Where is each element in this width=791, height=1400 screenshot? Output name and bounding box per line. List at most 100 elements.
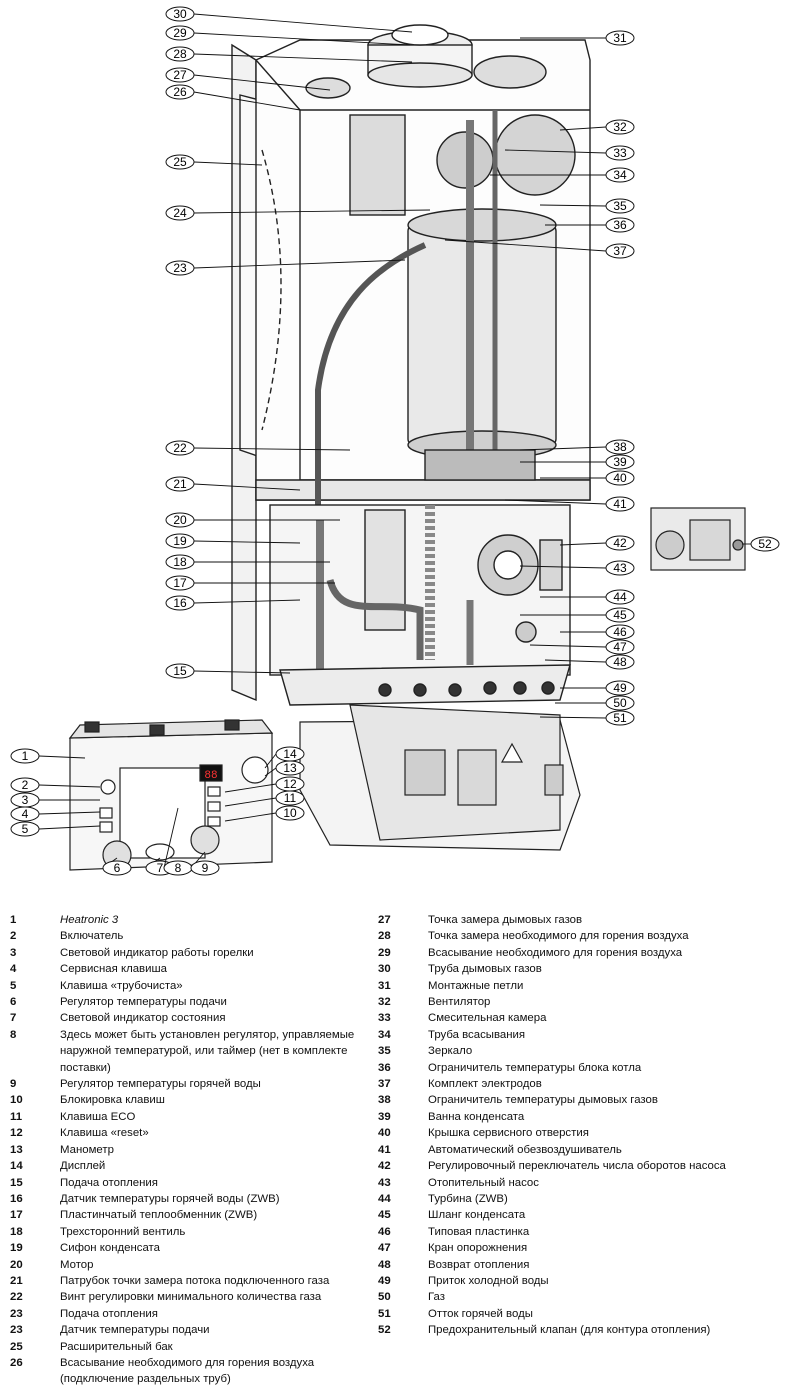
callout-14: 14	[264, 746, 305, 769]
callout-bubble	[10, 821, 40, 837]
callout-bubble	[165, 25, 195, 41]
callout-48: 48	[544, 654, 635, 670]
callout-label: 8	[175, 861, 182, 875]
callout-label: 20	[173, 513, 187, 527]
legend-number: 28	[378, 930, 391, 943]
callout-bubble	[605, 639, 635, 655]
callout-label: 19	[173, 534, 187, 548]
callout-1: 1	[10, 748, 86, 764]
callout-label: 49	[613, 681, 627, 695]
callout-leader-line	[529, 644, 607, 648]
callout-label: 25	[173, 155, 187, 169]
callout-label: 17	[173, 576, 187, 590]
callout-bubble	[605, 710, 635, 726]
callout-bubble	[165, 6, 195, 22]
callout-33: 33	[504, 145, 635, 161]
callout-label: 42	[613, 536, 627, 550]
callout-40: 40	[540, 470, 635, 486]
legend-number: 52	[378, 1324, 391, 1337]
callout-label: 10	[283, 806, 297, 820]
callout-38: 38	[519, 439, 635, 455]
callout-label: 24	[173, 206, 187, 220]
legend-number: 1	[10, 914, 17, 926]
callout-49: 49	[560, 680, 635, 696]
legend-number: 3	[10, 946, 17, 959]
legend-text: Вентилятор	[428, 996, 491, 1009]
legend-number: 48	[378, 1258, 391, 1271]
legend-text: Газ	[428, 1291, 445, 1304]
callout-label: 5	[22, 822, 29, 836]
callout-bubble	[605, 535, 635, 551]
callout-leader-line	[504, 499, 607, 505]
callout-label: 14	[283, 747, 297, 761]
callout-5: 5	[10, 821, 101, 837]
callout-bubble	[275, 790, 305, 806]
callout-bubble	[275, 805, 305, 821]
legend-text: Типовая пластинка	[428, 1225, 530, 1238]
legend-text: Смесительная камера	[428, 1012, 547, 1025]
callout-17: 17	[165, 575, 335, 591]
callout-bubble	[605, 217, 635, 233]
callout-36: 36	[545, 217, 635, 233]
legend-number: 36	[378, 1061, 391, 1074]
callout-13: 13	[264, 760, 305, 777]
callout-label: 3	[22, 793, 29, 807]
legend-number: 45	[378, 1209, 391, 1222]
legend-number: 38	[378, 1094, 391, 1107]
legend-number: 32	[378, 996, 391, 1009]
callout-bubble	[165, 512, 195, 528]
legend-number: 23	[10, 1307, 23, 1320]
legend-number: 9	[10, 1078, 17, 1091]
callout-bubble	[190, 860, 220, 876]
legend-number: 26	[10, 1356, 23, 1369]
legend-number: 2	[10, 930, 17, 943]
callout-label: 43	[613, 561, 627, 575]
callout-label: 33	[613, 146, 627, 160]
callout-47: 47	[529, 639, 635, 655]
callout-26: 26	[165, 84, 301, 111]
legend-text: Патрубок точки замера потока подключенно…	[60, 1274, 330, 1287]
callout-bubble	[605, 589, 635, 605]
callout-label: 9	[202, 861, 209, 875]
legend-number: 44	[378, 1192, 391, 1205]
callout-41: 41	[504, 496, 635, 512]
legend-text: Включатель	[60, 930, 124, 943]
legend-text: Отопительный насос	[428, 1176, 539, 1189]
callout-label: 30	[173, 7, 187, 21]
legend-text: Крышка сервисного отверстия	[428, 1127, 589, 1140]
callout-leader-line	[193, 259, 406, 269]
callout-30: 30	[165, 6, 413, 33]
legend-number: 27	[378, 914, 391, 926]
callout-label: 1	[22, 749, 29, 763]
callout-bubble	[605, 654, 635, 670]
callout-45: 45	[520, 607, 635, 623]
legend-number: 23	[10, 1324, 23, 1337]
legend-number: 14	[10, 1160, 23, 1173]
callout-leader-line	[264, 753, 277, 769]
legend-number: 30	[378, 963, 391, 976]
callout-label: 4	[22, 807, 29, 821]
callout-leader-line	[559, 126, 607, 131]
